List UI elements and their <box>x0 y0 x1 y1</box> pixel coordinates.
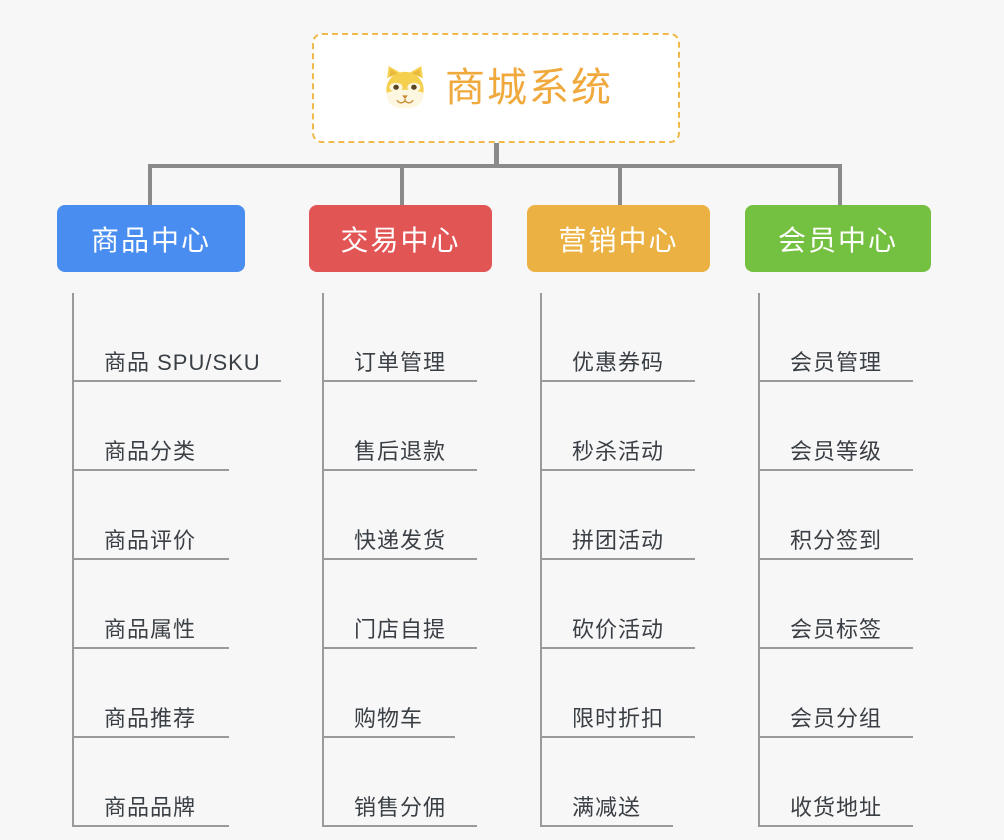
leaf-item[interactable]: 积分签到 <box>760 471 931 560</box>
leaf-item[interactable]: 购物车 <box>324 649 492 738</box>
leaf-item[interactable]: 优惠券码 <box>542 293 710 382</box>
leaf-label: 购物车 <box>354 706 424 731</box>
leaf-label: 会员管理 <box>790 350 883 375</box>
leaf-rule <box>760 736 913 738</box>
leaf-label: 拼团活动 <box>572 528 665 553</box>
leaf-item[interactable]: 商品 SPU/SKU <box>74 293 281 382</box>
leaf-item[interactable]: 满减送 <box>542 738 710 827</box>
leaf-rule <box>74 647 229 649</box>
leaf-item[interactable]: 售后退款 <box>324 382 492 471</box>
leaf-rule <box>324 469 477 471</box>
leaf-rule <box>324 647 477 649</box>
category-label: 营销中心 <box>558 224 679 256</box>
leaf-item[interactable]: 订单管理 <box>324 293 492 382</box>
leaf-item[interactable]: 秒杀活动 <box>542 382 710 471</box>
leaf-item[interactable]: 商品推荐 <box>74 649 245 738</box>
leaf-item[interactable]: 会员标签 <box>760 560 931 649</box>
connector-root-stem <box>494 143 499 168</box>
category-label: 会员中心 <box>777 224 898 256</box>
leaf-item[interactable]: 砍价活动 <box>542 560 710 649</box>
leaf-item[interactable]: 拼团活动 <box>542 471 710 560</box>
leaf-label: 商品 SPU/SKU <box>104 350 261 375</box>
leaf-label: 会员分组 <box>790 706 883 731</box>
leaf-label: 订单管理 <box>354 350 447 375</box>
leaf-rule <box>324 558 477 560</box>
root-node-shopping-mall-system[interactable]: 商城系统 <box>312 33 680 143</box>
category-header-trade-center[interactable]: 交易中心 <box>309 205 492 272</box>
leaf-rule <box>74 469 229 471</box>
connector-horizontal-bus <box>148 164 842 168</box>
shiba-dog-face-icon <box>386 66 424 109</box>
leaf-rule <box>324 825 477 827</box>
leaf-label: 商品品牌 <box>104 795 197 820</box>
leaf-item[interactable]: 商品评价 <box>74 471 245 560</box>
leaf-rule <box>542 380 695 382</box>
leaf-list-trade-center: 订单管理 售后退款 快递发货 门店自提 购物车 销售分佣 <box>322 293 492 827</box>
leaf-label: 限时折扣 <box>572 706 665 731</box>
leaf-rule <box>74 380 281 382</box>
leaf-rule <box>324 380 477 382</box>
leaf-item[interactable]: 商品品牌 <box>74 738 245 827</box>
branch-product-center: 商品中心 商品 SPU/SKU 商品分类 商品评价 商品属性 商品推荐 <box>57 205 281 827</box>
leaf-item[interactable]: 商品属性 <box>74 560 245 649</box>
leaf-rule <box>760 380 913 382</box>
category-header-member-center[interactable]: 会员中心 <box>745 205 931 272</box>
connector-drop-member-center <box>838 164 842 206</box>
leaf-item[interactable]: 收货地址 <box>760 738 931 827</box>
leaf-item[interactable]: 会员管理 <box>760 293 931 382</box>
leaf-rule <box>542 469 695 471</box>
leaf-label: 优惠券码 <box>572 350 665 375</box>
leaf-list-marketing-center: 优惠券码 秒杀活动 拼团活动 砍价活动 限时折扣 满减送 <box>540 293 710 827</box>
leaf-list-product-center: 商品 SPU/SKU 商品分类 商品评价 商品属性 商品推荐 商品品牌 <box>72 293 281 827</box>
leaf-label: 收货地址 <box>790 795 883 820</box>
leaf-label: 快递发货 <box>354 528 447 553</box>
leaf-label: 售后退款 <box>354 439 447 464</box>
leaf-label: 会员等级 <box>790 439 883 464</box>
leaf-rule <box>74 736 229 738</box>
leaf-label: 商品属性 <box>104 617 197 642</box>
leaf-item[interactable]: 会员分组 <box>760 649 931 738</box>
root-node-title: 商城系统 <box>445 66 613 110</box>
leaf-label: 门店自提 <box>354 617 447 642</box>
leaf-label: 秒杀活动 <box>572 439 665 464</box>
branch-trade-center: 交易中心 订单管理 售后退款 快递发货 门店自提 购物车 <box>309 205 492 827</box>
connector-drop-product-center <box>148 164 152 206</box>
leaf-label: 满减送 <box>572 795 642 820</box>
leaf-item[interactable]: 销售分佣 <box>324 738 492 827</box>
leaf-label: 销售分佣 <box>354 795 447 820</box>
leaf-label: 积分签到 <box>790 528 883 553</box>
leaf-rule <box>760 647 913 649</box>
category-header-product-center[interactable]: 商品中心 <box>57 205 245 272</box>
leaf-rule <box>542 825 673 827</box>
branch-member-center: 会员中心 会员管理 会员等级 积分签到 会员标签 会员分组 <box>745 205 931 827</box>
leaf-label: 商品推荐 <box>104 706 197 731</box>
leaf-item[interactable]: 限时折扣 <box>542 649 710 738</box>
leaf-rule <box>760 469 913 471</box>
leaf-item[interactable]: 快递发货 <box>324 471 492 560</box>
category-label: 商品中心 <box>90 224 211 256</box>
leaf-label: 砍价活动 <box>572 617 665 642</box>
leaf-rule <box>542 647 695 649</box>
leaf-list-member-center: 会员管理 会员等级 积分签到 会员标签 会员分组 收货地址 <box>758 293 931 827</box>
leaf-rule <box>74 825 229 827</box>
leaf-item[interactable]: 会员等级 <box>760 382 931 471</box>
leaf-label: 会员标签 <box>790 617 883 642</box>
connector-drop-marketing-center <box>618 164 622 206</box>
leaf-rule <box>324 736 455 738</box>
connector-drop-trade-center <box>400 164 404 206</box>
leaf-rule <box>542 558 695 560</box>
leaf-item[interactable]: 商品分类 <box>74 382 245 471</box>
leaf-rule <box>74 558 229 560</box>
leaf-rule <box>542 736 695 738</box>
branch-marketing-center: 营销中心 优惠券码 秒杀活动 拼团活动 砍价活动 限时折扣 <box>527 205 710 827</box>
leaf-rule <box>760 825 913 827</box>
leaf-label: 商品分类 <box>104 439 197 464</box>
category-label: 交易中心 <box>340 224 461 256</box>
leaf-rule <box>760 558 913 560</box>
category-header-marketing-center[interactable]: 营销中心 <box>527 205 710 272</box>
leaf-label: 商品评价 <box>104 528 197 553</box>
leaf-item[interactable]: 门店自提 <box>324 560 492 649</box>
